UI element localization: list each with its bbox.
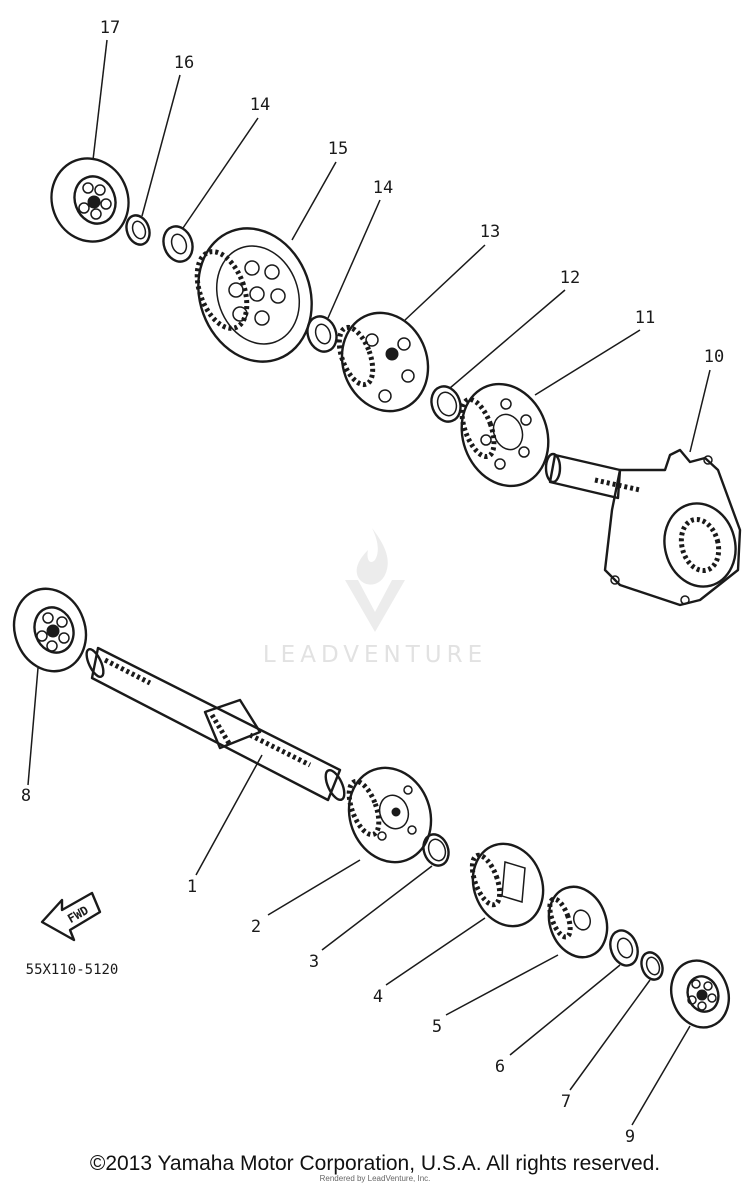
leadventure-watermark: LEADVENTURE <box>263 528 487 668</box>
label-11: 11 <box>635 308 655 328</box>
part-7-circlip[interactable] <box>638 949 666 982</box>
leader-lines <box>27 39 711 1126</box>
label-9: 9 <box>625 1127 635 1147</box>
part-8-bearing[interactable] <box>3 579 98 682</box>
label-4: 4 <box>373 987 383 1007</box>
label-10: 10 <box>704 347 724 367</box>
label-16: 16 <box>174 53 194 73</box>
part-2-gear[interactable] <box>336 756 444 874</box>
label-7: 7 <box>561 1092 571 1112</box>
part-15-gear[interactable] <box>180 212 330 377</box>
label-12: 12 <box>560 268 580 288</box>
arrow-icon <box>40 891 102 942</box>
part-13-gear[interactable] <box>328 301 441 424</box>
rendered-by-text: Rendered by LeadVenture, Inc. <box>319 1174 431 1183</box>
fwd-direction-arrow: FWD <box>40 891 102 942</box>
label-13: 13 <box>480 222 500 242</box>
label-2: 2 <box>251 917 261 937</box>
label-8: 8 <box>21 786 31 806</box>
label-6: 6 <box>495 1057 505 1077</box>
label-5: 5 <box>432 1017 442 1037</box>
part-5-gear[interactable] <box>539 879 616 966</box>
part-11-gear[interactable] <box>448 372 563 498</box>
part-6-washer[interactable] <box>606 927 643 970</box>
v-logo-icon <box>345 580 405 632</box>
label-1: 1 <box>187 877 197 897</box>
part-16-circlip[interactable] <box>123 212 154 248</box>
label-14-upper: 14 <box>250 95 270 115</box>
part-14-washer-upper[interactable] <box>159 222 198 265</box>
part-4-gear[interactable] <box>462 834 555 936</box>
watermark-text: LEADVENTURE <box>263 642 487 668</box>
part-3-circlip[interactable] <box>419 831 452 869</box>
part-10-drive-axle-housing[interactable] <box>544 448 745 607</box>
part-14-washer-lower[interactable] <box>303 312 342 355</box>
part-9-bearing[interactable] <box>662 952 738 1035</box>
part-17-bearing[interactable] <box>40 148 140 253</box>
copyright-text: ©2013 Yamaha Motor Corporation, U.S.A. A… <box>89 1152 661 1175</box>
label-17: 17 <box>100 18 120 38</box>
label-3: 3 <box>309 952 319 972</box>
flame-logo-icon <box>356 528 388 585</box>
part-12-circlip[interactable] <box>427 382 466 425</box>
diagram-code: 55X110-5120 <box>26 962 119 978</box>
label-15: 15 <box>328 139 348 159</box>
part-1-main-axle[interactable] <box>83 646 348 803</box>
label-14-lower: 14 <box>373 178 393 198</box>
part-number-labels: 17 16 14 15 14 13 12 11 10 8 1 2 3 4 5 6… <box>21 18 724 1147</box>
